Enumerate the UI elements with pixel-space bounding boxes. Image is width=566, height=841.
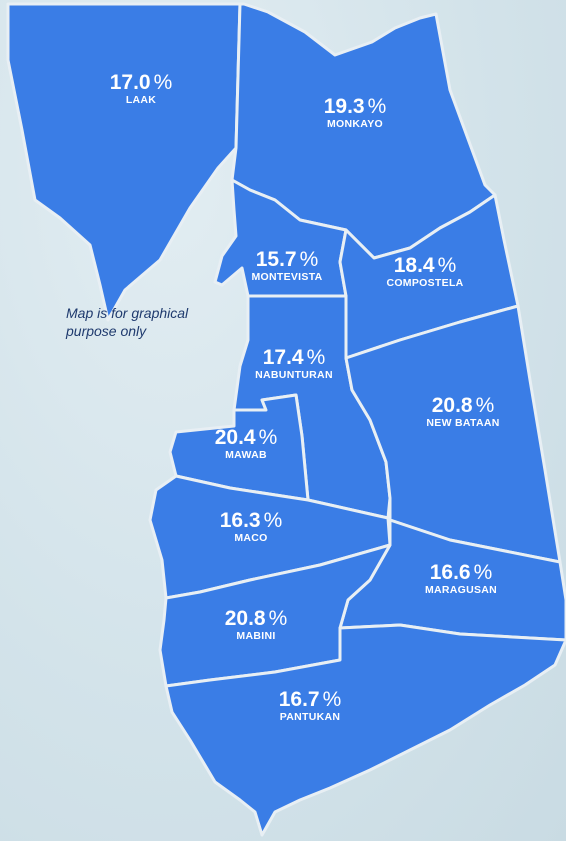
mawab-name: MAWAB: [225, 449, 267, 461]
montevista-name: MONTEVISTA: [251, 271, 323, 283]
maco-unit: %: [263, 509, 283, 532]
nabunturan-value: 17.4: [262, 346, 304, 369]
mabini-name: MABINI: [236, 630, 276, 642]
maragusan-unit: %: [473, 561, 493, 584]
nabunturan-name: NABUNTURAN: [255, 369, 333, 381]
pantukan-value: 16.7: [278, 688, 320, 711]
label-monkayo: 19.3% MONKAYO: [324, 96, 387, 130]
new-bataan-unit: %: [475, 394, 495, 417]
compostela-unit: %: [437, 254, 457, 277]
new-bataan-value: 20.8: [431, 394, 473, 417]
region-pantukan[interactable]: [164, 623, 566, 837]
label-nabunturan: 17.4% NABUNTURAN: [255, 347, 333, 381]
monkayo-value: 19.3: [323, 95, 365, 118]
monkayo-unit: %: [367, 95, 387, 118]
maco-value: 16.3: [219, 509, 261, 532]
mawab-unit: %: [258, 426, 278, 449]
laak-value: 17.0: [109, 71, 151, 94]
laak-unit: %: [153, 71, 173, 94]
maragusan-name: MARAGUSAN: [424, 584, 498, 596]
nabunturan-unit: %: [306, 346, 326, 369]
pantukan-name: PANTUKAN: [279, 711, 341, 723]
maragusan-value: 16.6: [429, 561, 471, 584]
monkayo-name: MONKAYO: [327, 118, 383, 130]
mabini-unit: %: [268, 607, 288, 630]
mawab-value: 20.4: [214, 426, 256, 449]
label-montevista: 15.7% MONTEVISTA: [251, 249, 322, 283]
mabini-value: 20.8: [224, 607, 266, 630]
label-laak: 17.0% LAAK: [110, 72, 173, 106]
laak-name: LAAK: [125, 94, 157, 106]
compostela-name: COMPOSTELA: [386, 277, 464, 289]
label-pantukan: 16.7% PANTUKAN: [279, 689, 342, 723]
region-laak[interactable]: [6, 2, 242, 322]
montevista-value: 15.7: [255, 248, 297, 271]
label-mawab: 20.4% MAWAB: [215, 427, 278, 461]
label-new-bataan: 20.8% NEW BATAAN: [426, 395, 499, 429]
pantukan-unit: %: [322, 688, 342, 711]
montevista-unit: %: [299, 248, 319, 271]
label-mabini: 20.8% MABINI: [225, 608, 288, 642]
compostela-value: 18.4: [393, 254, 435, 277]
label-maragusan: 16.6% MARAGUSAN: [425, 562, 497, 596]
label-maco: 16.3% MACO: [220, 510, 283, 544]
maco-name: MACO: [234, 532, 268, 544]
region-mawab[interactable]: [168, 393, 310, 502]
new-bataan-name: NEW BATAAN: [426, 417, 500, 429]
label-compostela: 18.4% COMPOSTELA: [386, 255, 463, 289]
disclaimer-note: Map is for graphical purpose only: [66, 305, 189, 339]
